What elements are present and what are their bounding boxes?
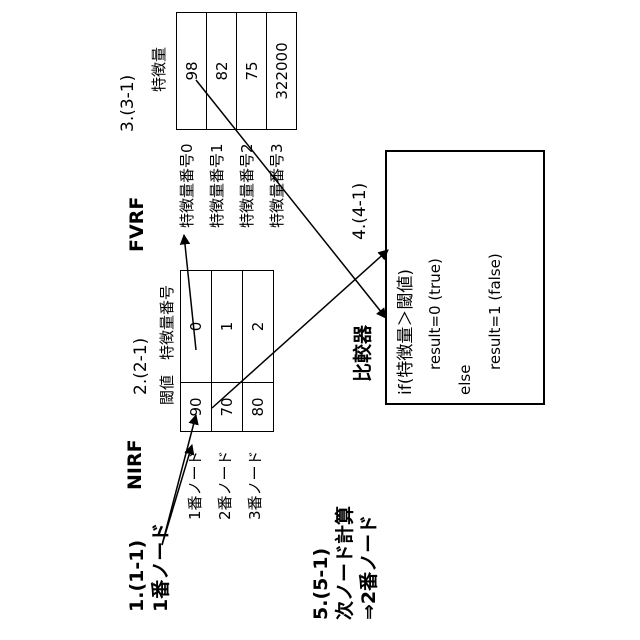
arrow-node1-to-threshold (162, 415, 196, 545)
arrow-feature-to-comparator (196, 80, 386, 318)
arrow-feature-index-to-fvrf (184, 235, 196, 350)
arrow-threshold-to-comparator (212, 250, 388, 408)
